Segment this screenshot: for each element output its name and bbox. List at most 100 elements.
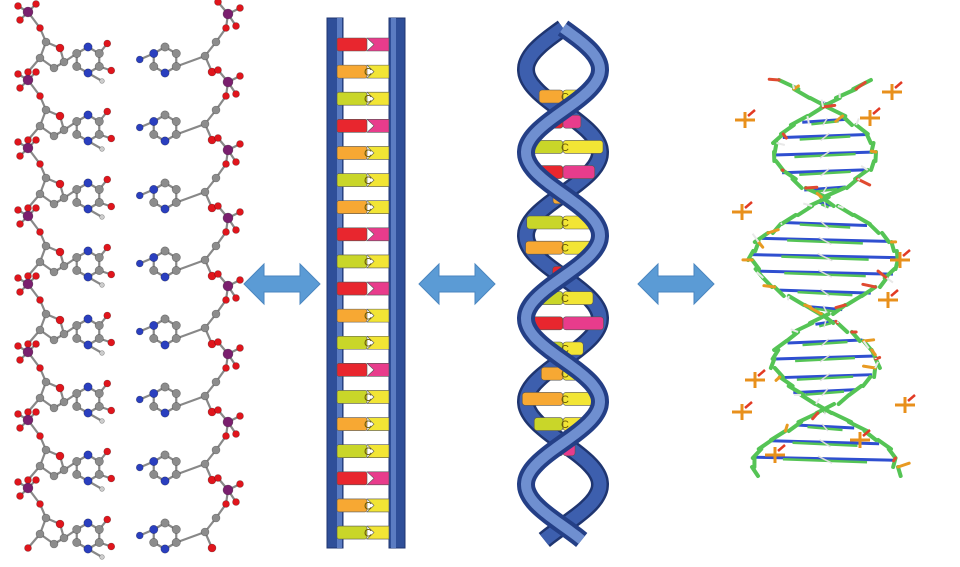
chemical-atom [149, 198, 159, 208]
helix-rung-letter: C [561, 243, 569, 255]
chemical-atom [200, 391, 210, 401]
chemical-atom [99, 214, 105, 220]
ladder-rung-right-base [366, 281, 390, 296]
chemical-atom [135, 55, 144, 64]
model-backbone-stick [784, 330, 801, 343]
model-base-pair [754, 455, 896, 464]
model-phosphate-stick [869, 149, 878, 154]
chemical-atom [107, 202, 116, 211]
model-backbone-stick [869, 159, 877, 172]
model-phosphate-stick [821, 103, 837, 109]
model-phosphate-stick [876, 269, 889, 280]
chemical-atom [214, 338, 222, 346]
model-base-stick [775, 354, 875, 361]
ladder-rung-right-base [366, 200, 390, 214]
chemical-atom [41, 445, 51, 455]
model-hydrogen-stick [802, 202, 813, 207]
chemical-atom [59, 261, 69, 271]
model-base-stick [752, 253, 898, 260]
model-hydrogen-stick [806, 115, 811, 125]
model-backbone-stick [864, 132, 873, 145]
model-base-pair [778, 373, 872, 382]
model-backbone-stick [895, 465, 903, 478]
model-hydrogen-stick [819, 150, 831, 159]
chemical-atom [94, 130, 104, 140]
chemical-atom [149, 185, 159, 195]
chemical-atom [72, 537, 82, 547]
ladder-rung-right-base [366, 37, 390, 52]
model-base-pair [782, 220, 868, 230]
model-backbone-stick [786, 294, 806, 307]
chemical-atom [24, 68, 32, 76]
chemical-atom [55, 111, 65, 121]
chemical-bond [175, 258, 206, 272]
model-base-stick [782, 457, 868, 464]
chemical-atom [83, 136, 93, 146]
chemical-atom [72, 61, 82, 71]
model-base-stick [784, 271, 866, 278]
model-hydrogen-stick [823, 201, 827, 209]
ladder-rung-left-base [336, 308, 368, 323]
chemical-atom [135, 531, 144, 540]
helix-rung-left-base [526, 215, 564, 230]
helix-rung-left-base [533, 417, 564, 431]
ladder-rung-right-base [366, 254, 390, 269]
chemical-atom [236, 140, 244, 148]
helix-rung-right-base [562, 165, 596, 179]
ladder-rung-right-base [366, 363, 390, 377]
model-base-stick [797, 290, 853, 297]
chemical-atom [103, 175, 112, 184]
chemical-atom [149, 253, 159, 263]
chemical-atom [72, 117, 82, 127]
ladder-right-backbone-highlight [391, 18, 396, 548]
chemical-atom [14, 70, 22, 78]
chemical-atom [232, 22, 240, 30]
ladder-rung-left-base [336, 335, 368, 350]
chemical-atom [149, 130, 159, 140]
chemical-atom [24, 408, 32, 416]
chemical-atom [107, 66, 116, 75]
chemical-atom [49, 267, 59, 277]
model-phosphate-stick [757, 240, 765, 249]
chemical-atom [200, 119, 210, 129]
chemical-atom [211, 105, 221, 115]
model-phosphate-stick [744, 201, 753, 209]
ladder-rung-letter: C [364, 446, 372, 458]
model-base-pair [775, 354, 875, 363]
chemical-atom [214, 66, 222, 74]
chemical-atom [232, 90, 240, 98]
model-backbone-stick [779, 213, 798, 226]
chemical-atom [171, 48, 181, 58]
model-backbone-stick [889, 240, 896, 253]
model-base-stick [792, 441, 858, 447]
chemical-atom [171, 524, 181, 534]
chemical-atom [200, 527, 210, 537]
model-hydrogen-stick [751, 233, 760, 243]
chemical-atom [200, 51, 210, 61]
ladder-rung: C [336, 308, 390, 323]
chemical-atom [160, 476, 170, 486]
chemical-atom [22, 414, 34, 426]
chemical-atom [99, 486, 105, 492]
chemical-atom [36, 432, 44, 440]
model-hydrogen-stick [756, 271, 764, 279]
ladder-rung-left-base [336, 119, 368, 133]
chemical-atom [160, 272, 170, 282]
chemical-atom [41, 377, 51, 387]
chemical-atom [32, 204, 40, 212]
ladder-rung-right-base [366, 498, 390, 513]
chemical-atom [55, 315, 65, 325]
chemical-atom [59, 465, 69, 475]
chemical-atom [35, 393, 45, 403]
model-backbone-stick [859, 285, 878, 298]
chemical-atom [94, 61, 104, 71]
chemical-atom [107, 338, 116, 347]
ladder-rung: C [336, 173, 390, 187]
model-base-pair [757, 269, 893, 278]
model-hydrogen-stick [822, 305, 828, 313]
double-arrow-icon [243, 262, 321, 306]
ladder-rung-left-base [336, 173, 368, 187]
ladder-rung-letter: C [364, 175, 372, 187]
ladder-rung-right-base [366, 308, 390, 323]
chemical-atom [200, 323, 210, 333]
